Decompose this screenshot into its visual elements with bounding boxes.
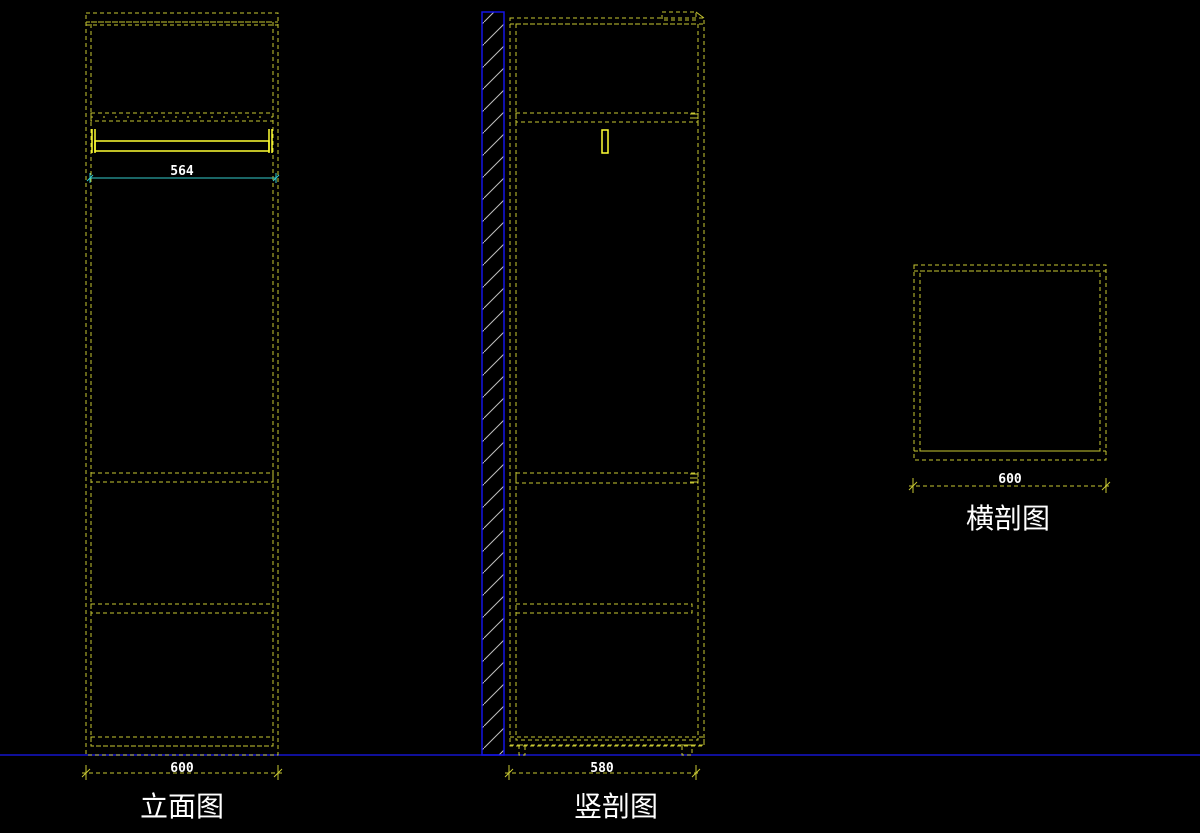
- hsection-width-dimension: [908, 478, 1111, 493]
- elevation-title: 立面图: [140, 790, 224, 823]
- elevation-upper-shelf: [90, 112, 274, 122]
- elevation-inner-frame: [90, 21, 274, 747]
- section-shelf-2: [515, 603, 693, 614]
- vertical-section-title: 竖剖图: [574, 790, 658, 823]
- section-connectors: [690, 113, 698, 483]
- section-shelf-1: [515, 472, 699, 484]
- section-outer-frame: [509, 17, 705, 747]
- vertical-section-view: [509, 11, 705, 756]
- elevation-view: [85, 12, 279, 756]
- elevation-width-dimension: [81, 765, 283, 780]
- elevation-hanging-rod: [91, 129, 273, 153]
- elevation-shelf-2: [90, 603, 274, 614]
- section-inner-frame: [515, 23, 699, 741]
- elevation-shelf-1: [90, 472, 274, 483]
- hsection-inner-frame: [919, 270, 1101, 452]
- section-depth-dimension: [504, 765, 701, 780]
- section-bottom-panel: [509, 736, 705, 746]
- hsection-outer-frame: [913, 264, 1107, 461]
- section-depth-label: 580: [590, 761, 614, 776]
- section-hanging-rod: [601, 129, 609, 154]
- rod-dimension: [86, 173, 280, 183]
- horizontal-section-title: 横剖图: [966, 502, 1050, 535]
- elevation-width-label: 600: [170, 761, 194, 776]
- rod-dimension-label: 564: [170, 164, 194, 179]
- section-upper-shelf: [515, 112, 699, 123]
- horizontal-section-view: [913, 264, 1107, 461]
- elevation-bottom-panel: [90, 736, 274, 747]
- wall-section: [481, 11, 505, 756]
- hsection-width-label: 600: [998, 472, 1022, 487]
- elevation-outer-frame: [85, 12, 279, 756]
